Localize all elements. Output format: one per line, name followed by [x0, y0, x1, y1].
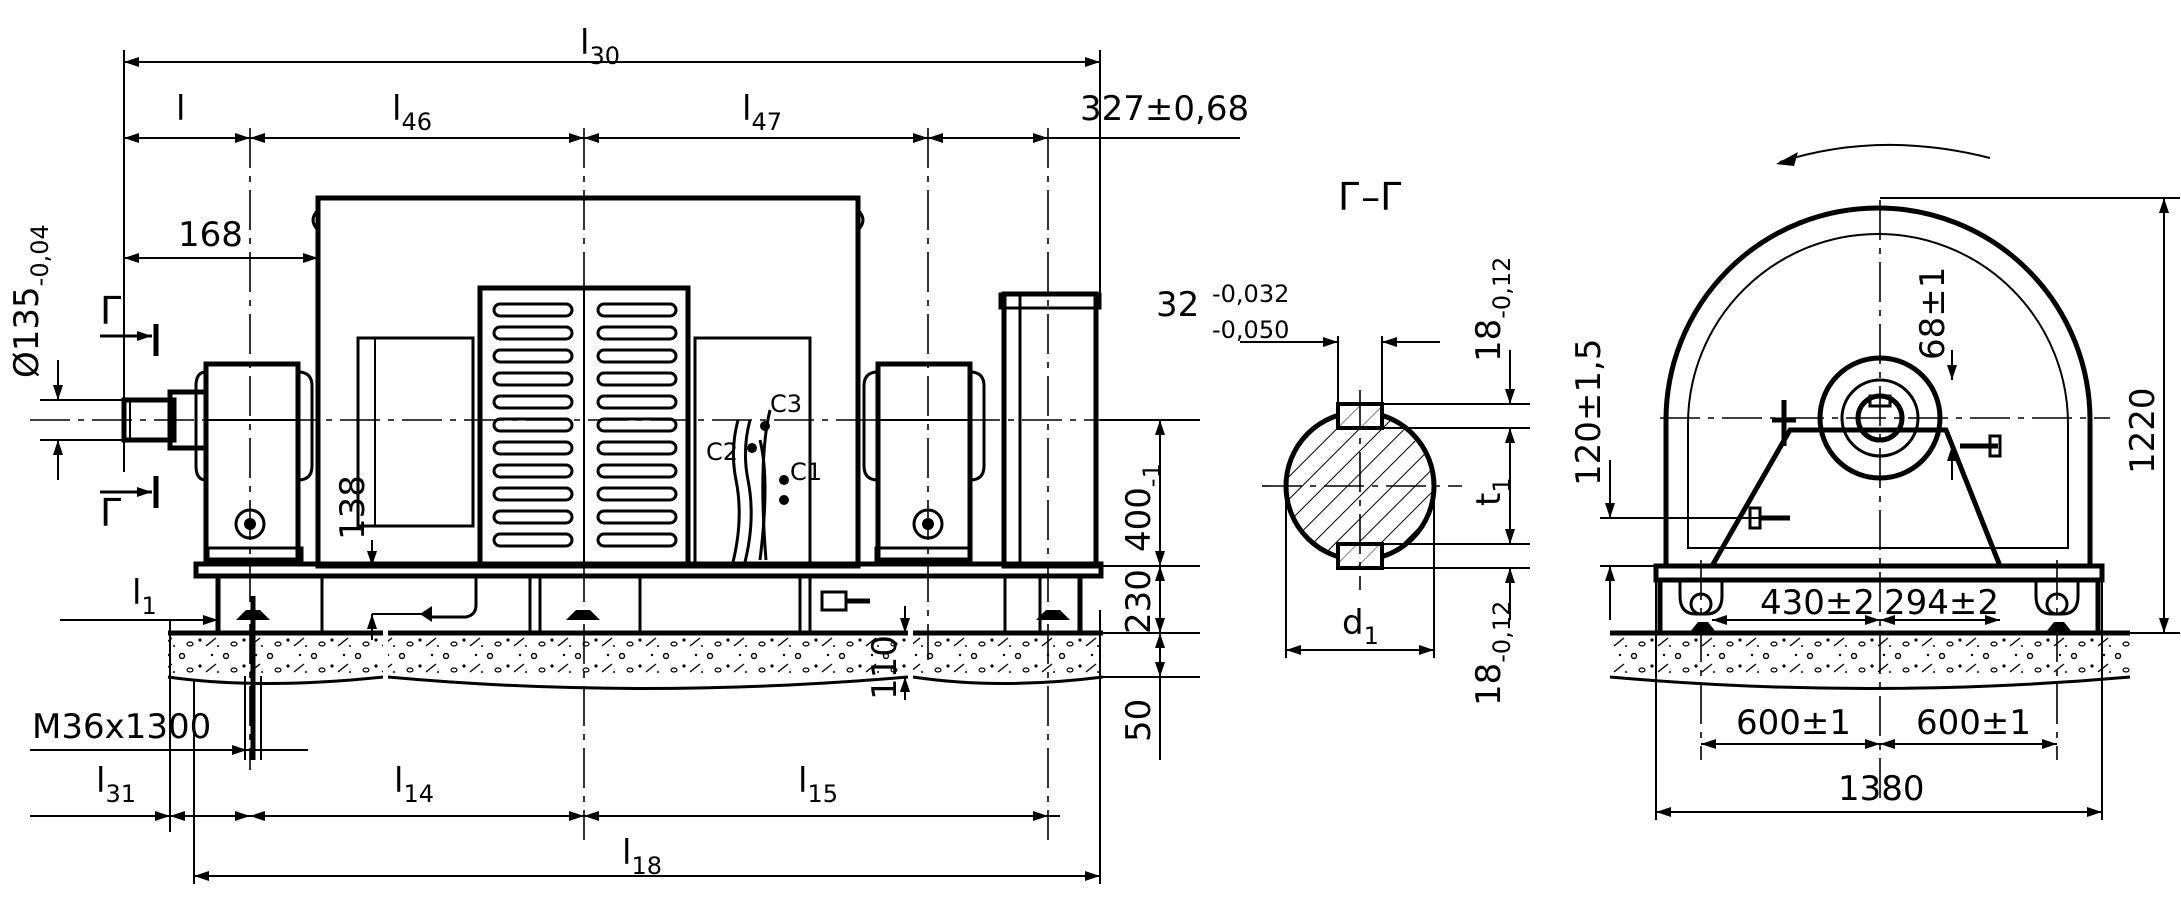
svg-text:138: 138 — [333, 475, 373, 540]
louver-slat — [492, 302, 574, 318]
dim-l14: l14 — [394, 761, 434, 808]
louver-slat — [596, 325, 678, 341]
cable-conduit — [426, 575, 478, 619]
terminal-c3-label: С3 — [770, 390, 802, 418]
louver-slat — [596, 532, 678, 548]
dim-68: 68±1 — [1913, 267, 1957, 480]
dim-50: 50 — [1119, 699, 1159, 742]
foundation-side — [1609, 630, 2131, 690]
louver-slat — [492, 532, 574, 548]
dim-key-width: 32 -0,032 -0,050 — [1156, 280, 1440, 404]
louver-slat — [492, 417, 574, 433]
louver-slat — [492, 371, 574, 387]
dim-168: 168 — [178, 215, 243, 255]
dim-l46: l46 — [392, 89, 432, 136]
svg-text:Г: Г — [100, 289, 123, 333]
dim-18-top: 18-0,12 — [1469, 257, 1516, 362]
dim-230: 230 — [1119, 569, 1159, 634]
dim-t1: t1 — [1469, 477, 1516, 506]
dim-600-left: 600±1 — [1736, 703, 1851, 743]
louver-slat — [596, 302, 678, 318]
bearing-stand — [1707, 355, 2004, 569]
louver-slat — [492, 509, 574, 525]
svg-text:-0,050: -0,050 — [1212, 316, 1289, 344]
terminal-c1-label: С1 — [790, 458, 822, 486]
svg-text:68±1: 68±1 — [1913, 267, 1953, 360]
svg-text:120±1,5: 120±1,5 — [1569, 339, 1609, 486]
svg-text:32: 32 — [1156, 285, 1199, 325]
dim-l31: l31 — [96, 761, 136, 808]
dim-400: 400-1 — [1119, 463, 1166, 552]
dim-l: l — [176, 89, 185, 129]
svg-text:Г: Г — [100, 491, 123, 535]
cooling-unit — [998, 291, 1102, 569]
side-view: 120±1,5 68±1 1220 430±2 294±2 600±1 600±… — [1569, 143, 2180, 820]
dim-l47: l47 — [742, 89, 782, 136]
dim-1220: 1220 — [1880, 197, 2180, 634]
louver-slat — [596, 463, 678, 479]
louver-slat — [492, 486, 574, 502]
foundation-right — [912, 630, 1104, 685]
louver-slat — [596, 371, 678, 387]
louver-slat — [596, 440, 678, 456]
anchor-bolt-middle — [566, 610, 600, 620]
section-view: Г–Г 32 -0,032 -0,050 18-0,12 t1 18-0,12 — [1156, 175, 1530, 706]
louver-slat — [596, 348, 678, 364]
foundation-middle — [387, 630, 909, 690]
section-mark-bottom: Г — [100, 476, 159, 535]
grounding-bolt — [820, 590, 870, 612]
baseplate — [193, 561, 1104, 633]
section-title: Г–Г — [1338, 175, 1403, 219]
terminal-box: С3 С2 С1 — [693, 336, 822, 568]
louver-slat — [492, 325, 574, 341]
dim-1380: 1380 — [1838, 769, 1925, 809]
svg-text:110: 110 — [865, 635, 905, 700]
svg-text:1220: 1220 — [2123, 387, 2163, 474]
anchor-bolt-right — [1036, 610, 1070, 620]
dim-l18: l18 — [622, 833, 662, 880]
dim-diameter-135: Ø135-0,04 — [7, 224, 124, 480]
bearing-right — [862, 361, 986, 566]
louver-slat — [596, 509, 678, 525]
motor-housing — [311, 195, 865, 569]
louver-slat — [596, 417, 678, 433]
dim-l1: l1 — [132, 573, 157, 620]
dim-600-right: 600±1 — [1916, 703, 2031, 743]
dim-327: 327±0,68 — [1080, 89, 1249, 129]
terminal-c2-label: С2 — [706, 438, 738, 466]
end-cover — [1653, 205, 2105, 633]
dim-l15: l15 — [798, 761, 838, 808]
bolt-callout: M36x1300 — [32, 707, 211, 747]
section-mark-top: Г — [100, 289, 159, 356]
dim-l30: l30 — [580, 23, 620, 70]
louver-slat — [492, 394, 574, 410]
louver-slat — [596, 486, 678, 502]
foundation-left — [167, 630, 384, 685]
counter-clockwise-arrow — [1776, 143, 1991, 166]
dim-110: 110 — [865, 606, 910, 700]
dim-294: 294±2 — [1884, 583, 1999, 623]
louver-slat — [492, 463, 574, 479]
front-view: С3 С2 С1 — [7, 23, 1249, 884]
dim-120: 120±1,5 — [1569, 339, 1760, 620]
anchor-bolt-left — [236, 596, 270, 760]
dim-138: 138 — [333, 475, 430, 640]
bearing-left — [194, 361, 314, 566]
dim-430: 430±2 — [1760, 583, 1875, 623]
louver-slat — [596, 394, 678, 410]
louver-slat — [492, 348, 574, 364]
dim-d1: d1 — [1342, 603, 1379, 650]
louver-slat — [492, 440, 574, 456]
svg-text:Ø135-0,04: Ø135-0,04 — [7, 224, 54, 378]
dim-18-bottom: 18-0,12 — [1469, 601, 1516, 706]
svg-text:-0,032: -0,032 — [1212, 280, 1289, 308]
